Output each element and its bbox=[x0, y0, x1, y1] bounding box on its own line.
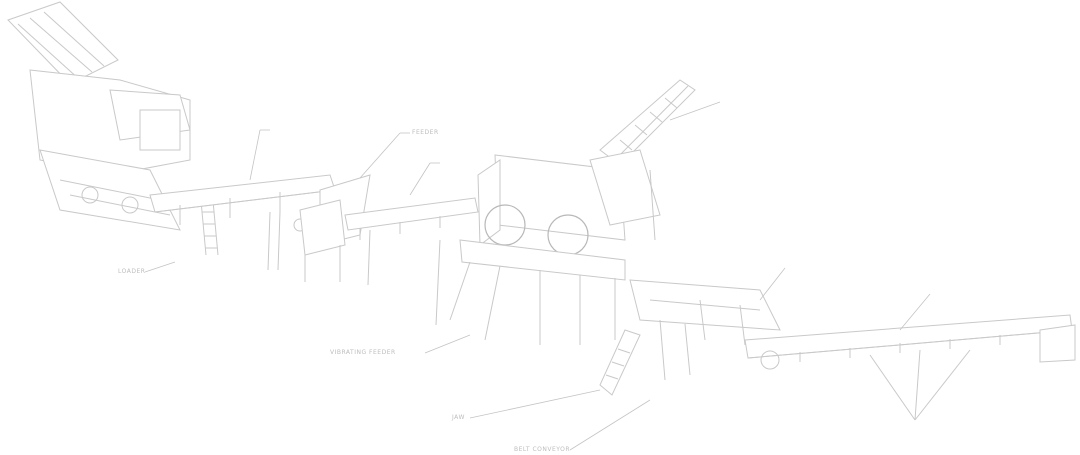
leader-lines bbox=[144, 101, 931, 451]
crusher-structure bbox=[435, 154, 626, 345]
label-loader: LOADER bbox=[118, 268, 146, 275]
label-feeder: FEEDER bbox=[412, 129, 439, 136]
screen-platform bbox=[629, 279, 781, 381]
label-jaw: JAW bbox=[452, 414, 465, 421]
ladder-2 bbox=[599, 329, 641, 396]
inclined-conveyor bbox=[589, 79, 696, 241]
loader-machine bbox=[7, 1, 191, 231]
label-belt-conveyor: BELT CONVEYOR bbox=[514, 446, 571, 453]
conveyor-3 bbox=[744, 314, 1076, 421]
label-vibrating-feeder: VIBRATING FEEDER bbox=[330, 349, 396, 356]
conveyor-2 bbox=[344, 197, 479, 286]
